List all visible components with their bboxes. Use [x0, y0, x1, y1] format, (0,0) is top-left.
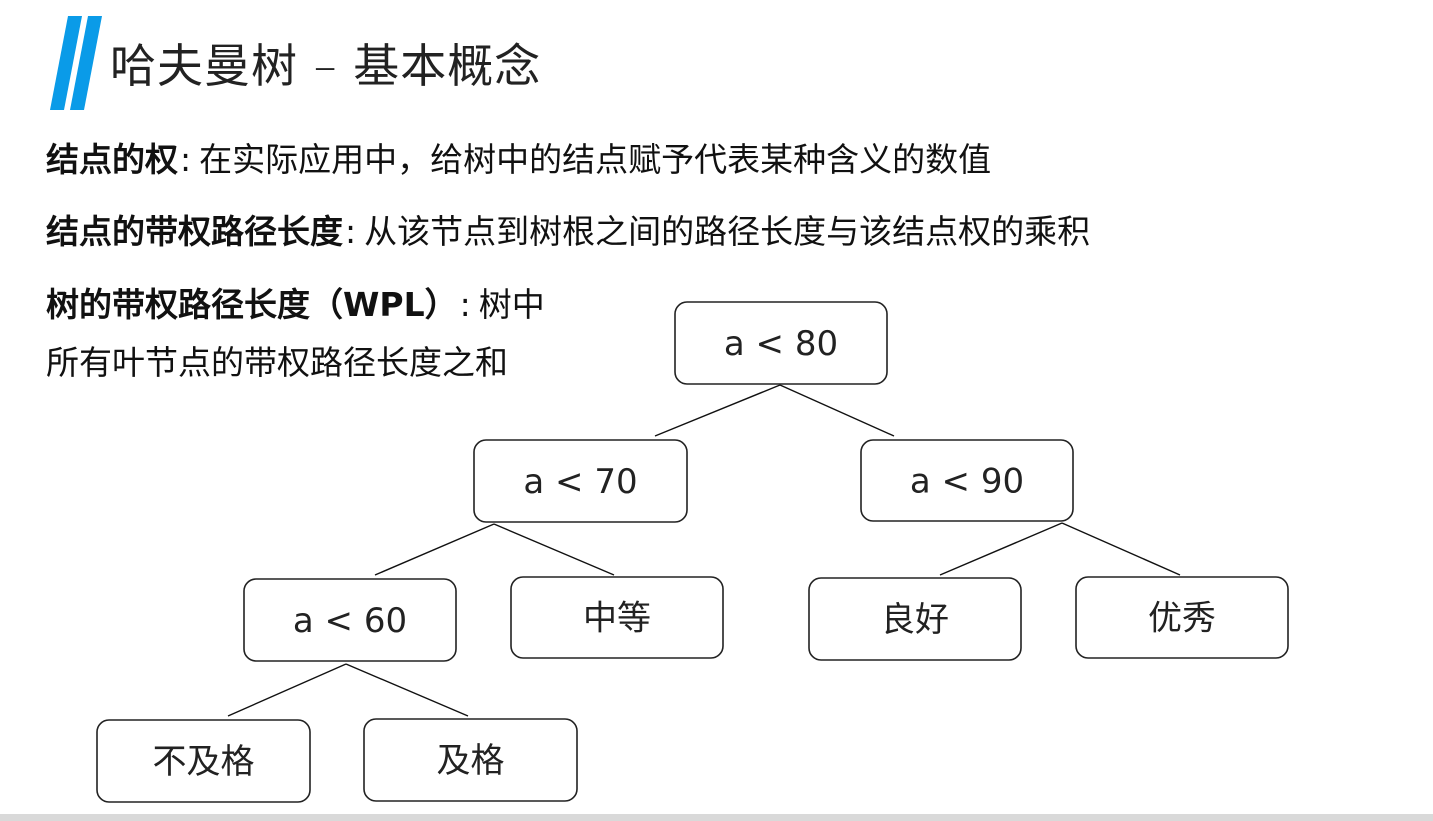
- title-accent-icon: [50, 16, 102, 110]
- tree-node-root: a < 80: [674, 301, 888, 385]
- tree-edge-n60-fail: [227, 663, 347, 717]
- tree-node-box: [860, 439, 1074, 522]
- tree-node-n70: a < 70: [473, 439, 688, 523]
- tree-edges: [227, 384, 1181, 717]
- term-node-weighted-path-length: 结点的带权路径长度: [46, 212, 343, 251]
- tree-node-label: 良好: [881, 600, 949, 640]
- tree-edge-root-n70: [654, 384, 781, 437]
- tree-node-label: 不及格: [153, 742, 255, 782]
- footer-bar: [0, 814, 1433, 821]
- tree-node-excellent: 优秀: [1075, 576, 1289, 659]
- tree-node-label: 优秀: [1148, 599, 1216, 639]
- tree-node-box: [473, 439, 688, 523]
- tree-node-label: a < 60: [293, 601, 407, 641]
- tree-node-box: [674, 301, 888, 385]
- definition-node-weight: 结点的权:在实际应用中，给树中的结点赋予代表某种含义的数值: [46, 140, 991, 180]
- tree-edge-n70-medium: [493, 523, 615, 576]
- tree-edge-n60-pass: [345, 663, 469, 717]
- tree-node-box: [1075, 576, 1289, 659]
- tree-node-label: a < 90: [910, 462, 1024, 502]
- tree-node-n90: a < 90: [860, 439, 1074, 522]
- tree-node-good: 良好: [808, 577, 1022, 661]
- tree-edge-n90-good: [939, 522, 1063, 576]
- definition-colon: :: [459, 285, 471, 324]
- tree-node-medium: 中等: [510, 576, 724, 659]
- tree-node-box: [243, 578, 457, 662]
- definition-text-node-weight: 在实际应用中，给树中的结点赋予代表某种含义的数值: [199, 140, 992, 179]
- tree-node-pass: 及格: [363, 718, 578, 802]
- definition-tree-wpl: 树的带权路径长度（WPL）:树中: [46, 285, 545, 325]
- page-title: 哈夫曼树 – 基本概念: [110, 39, 542, 93]
- term-node-weight: 结点的权: [46, 140, 178, 179]
- tree-node-label: a < 70: [523, 462, 637, 502]
- definition-text-tree-wpl-line1: 树中: [478, 285, 545, 324]
- tree-edge-n70-n60: [374, 523, 495, 576]
- tree-node-box: [363, 718, 578, 802]
- tree-edge-root-n90: [779, 384, 895, 437]
- definition-node-weighted-path-length: 结点的带权路径长度:从该节点到树根之间的路径长度与该结点权的乘积: [46, 212, 1090, 252]
- tree-node-label: 中等: [583, 599, 651, 639]
- definition-colon: :: [345, 212, 357, 251]
- definition-text-node-weighted-path-length: 从该节点到树根之间的路径长度与该结点权的乘积: [364, 212, 1091, 251]
- definition-colon: :: [180, 140, 192, 179]
- tree-node-box: [808, 577, 1022, 661]
- accent-stripe-right: [70, 16, 102, 110]
- tree-node-box: [96, 719, 311, 803]
- accent-stripe-left: [50, 16, 82, 110]
- term-tree-wpl: 树的带权路径长度（WPL）: [46, 285, 458, 324]
- tree-node-fail: 不及格: [96, 719, 311, 803]
- tree-node-n60: a < 60: [243, 578, 457, 662]
- tree-node-label: a < 80: [724, 324, 838, 364]
- definition-text-tree-wpl-line2: 所有叶节点的带权路径长度之和: [46, 343, 508, 382]
- tree-node-label: 及格: [437, 741, 505, 781]
- tree-node-box: [510, 576, 724, 659]
- tree-edge-n90-excellent: [1061, 522, 1181, 576]
- definition-tree-wpl-continued: 所有叶节点的带权路径长度之和: [46, 343, 508, 383]
